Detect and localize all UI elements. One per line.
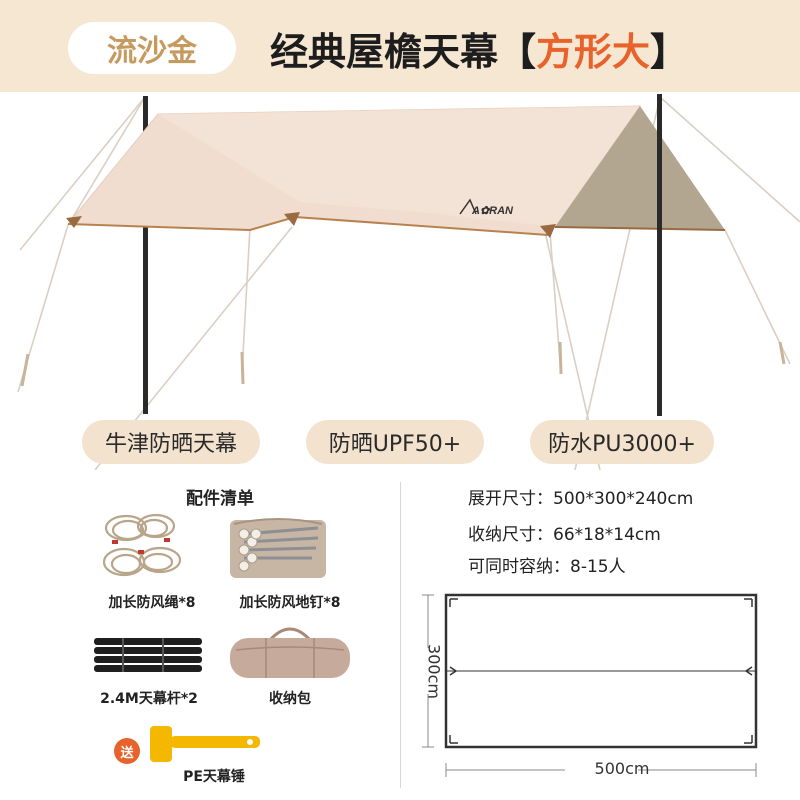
tarp-side-panel: [555, 106, 725, 230]
spec-capacity: 可同时容纳：8-15人: [468, 557, 626, 577]
ground-stakes: [20, 341, 786, 387]
tarp-edge-trim: [67, 215, 549, 236]
part-label-stakes: 加长防风地钉*8: [239, 595, 341, 611]
width-dimension-label: 500cm: [594, 759, 650, 778]
product-scene: A✿RAN: [0, 92, 800, 470]
brand-logo: A✿RAN: [459, 198, 514, 217]
height-dimension-label: 300cm: [424, 644, 444, 699]
details-panel: 配件清单 加长防风绳*8: [0, 470, 800, 800]
gift-label: PE天幕锤: [183, 769, 245, 785]
tarp-highlight: [158, 106, 640, 227]
feature-pill-waterproof: 防水PU3000+: [530, 420, 714, 464]
color-tag: 流沙金: [68, 22, 236, 74]
rope-icon: [102, 513, 182, 577]
title-bracket-open: 【: [498, 29, 537, 74]
feature-pill-upf: 防晒UPF50+: [306, 420, 484, 464]
title-bracket-close: 】: [650, 29, 689, 74]
title-size: 方形大: [536, 29, 651, 74]
logo-text: A✿RAN: [471, 205, 514, 217]
spec-packed-size: 收纳尺寸：66*18*14cm: [468, 525, 661, 545]
feature-pill-oxford: 牛津防晒天幕: [82, 420, 260, 464]
corner-patch: [284, 212, 300, 226]
header: 流沙金 经典屋檐天幕 【 方形大 】: [0, 0, 800, 92]
part-label-poles: 2.4M天幕杆*2: [100, 691, 198, 707]
corner-patch: [66, 216, 82, 228]
gift-badge: 送: [114, 738, 140, 764]
part-label-rope: 加长防风绳*8: [108, 595, 196, 611]
right-pole: [657, 94, 662, 416]
side-panel-trim: [554, 226, 726, 231]
panel-divider: [400, 482, 401, 788]
part-label-bag: 收纳包: [269, 691, 311, 707]
tarp-illustration: A✿RAN: [17, 94, 800, 470]
poles-icon: [94, 638, 202, 672]
spec-open-size: 展开尺寸：500*300*240cm: [468, 489, 694, 509]
left-pole: [143, 96, 148, 414]
page-title: 经典屋檐天幕 【 方形大 】: [270, 22, 688, 74]
stakes-icon: [230, 518, 326, 578]
parts-title: 配件清单: [186, 489, 254, 509]
hammer-icon: [150, 726, 260, 762]
bag-icon: [230, 627, 350, 678]
corner-patch: [540, 224, 556, 238]
title-main: 经典屋檐天幕: [270, 29, 499, 74]
dimension-diagram: [422, 593, 758, 777]
